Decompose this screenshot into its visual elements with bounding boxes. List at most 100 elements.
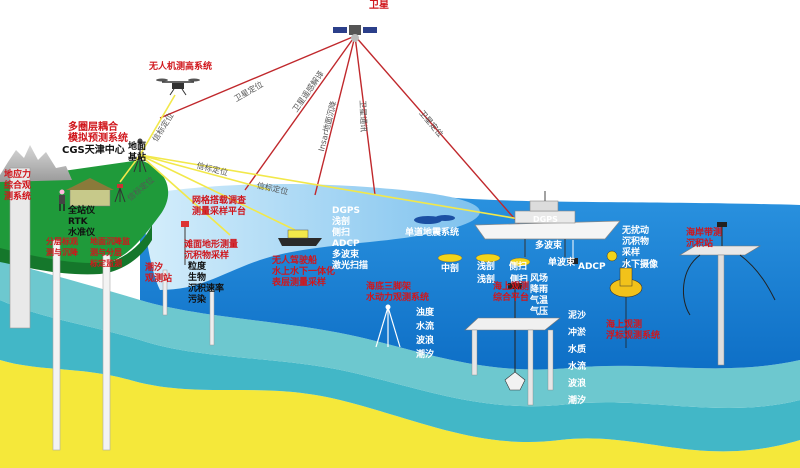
tripod-line: 水动力观测系统: [366, 293, 430, 303]
drone-icon: [156, 78, 200, 96]
cgs-title: 多圈层耦合 模拟预测系统: [68, 122, 128, 144]
land-front: [0, 225, 152, 275]
tide-station-well: [162, 269, 168, 316]
beach-measure-line: 滩面地形测量: [184, 240, 239, 250]
boat-item: 激光扫描: [332, 261, 369, 271]
weather-item: 气温: [530, 296, 549, 306]
land-instrument-item: 全站仪: [68, 206, 96, 216]
tide-station-line: 潮汐: [145, 263, 164, 273]
coastal-station-line: 沉积站: [686, 239, 714, 249]
boat-items: DGPS 浅剖 侧扫 ADCP 多波束 激光扫描: [332, 206, 368, 272]
well-house-roof: [66, 178, 114, 190]
cgs-center: CGS天津中心: [62, 145, 125, 156]
ship-shallow: 浅剖: [477, 262, 496, 272]
left-column-label: 地应力 综合观 测系统: [4, 170, 31, 203]
left-column: [9, 167, 31, 329]
ship-singlebeam: 单波束: [548, 258, 576, 268]
tide-station-label: 潮汐 观测站: [145, 263, 172, 285]
ship-dgps: DGPS: [533, 215, 558, 224]
well-left-label: 分层标观 测与沉降: [46, 236, 78, 258]
land-survey-tripod: [114, 184, 126, 203]
tide-item: 粒度: [188, 262, 207, 272]
weather-items: 风场 降雨 气温 气压: [530, 274, 548, 318]
green-land: [0, 160, 169, 264]
unmanned-boat-icon: [278, 229, 322, 246]
survey-ship-icon: [474, 191, 621, 257]
tide-item: 生物: [188, 273, 207, 283]
coastal-station-line: 海岸带测: [686, 228, 723, 238]
ship-right-line: 无扰动: [622, 226, 650, 236]
ground-station-icon: [133, 138, 147, 173]
mesh-platform-label: 网格搭载调查 测量采样平台: [192, 196, 246, 218]
platform-item: 泥沙: [568, 311, 587, 321]
unmanned-boat-line: 无人驾驶船: [272, 256, 318, 266]
yellow-sediment-layer: [0, 360, 800, 468]
tripod-line: 海底三脚架: [366, 282, 412, 292]
beach-well: [209, 289, 215, 346]
cgs-title-line: 多圈层耦合: [68, 122, 118, 133]
unmanned-boat-line: 水上水下一体化: [272, 267, 336, 277]
buoy-line: 海上观测: [606, 320, 643, 330]
land-instrument-item: 水准仪: [68, 228, 96, 238]
ship-right-line: 沉积物: [622, 237, 650, 247]
tripod-item: 浊度: [416, 308, 435, 318]
offshore-platform-label: 海上观测 综合平台: [493, 282, 529, 304]
ship-right-line: 采样: [622, 248, 641, 258]
satellite-label: 卫星: [369, 0, 389, 11]
well-right-line: 地面沉降监: [90, 237, 130, 246]
unmanned-boat-label: 无人驾驶船 水上水下一体化 表层测量采样: [272, 256, 335, 289]
platform-item: 冲淤: [568, 328, 587, 338]
well-left-line: 分层标观: [46, 237, 78, 246]
tide-station-line: 观测站: [145, 274, 173, 284]
left-column-line: 综合观: [4, 181, 32, 191]
link-label-sat-comm: 卫星通讯: [358, 100, 369, 133]
underwater-camera-label: 水下摄像: [622, 260, 659, 270]
shallow-water: [140, 184, 480, 290]
ship-right-label: 无扰动 沉积物 采样: [622, 226, 649, 259]
land-instrument-item: RTK: [68, 217, 88, 227]
well-right-label: 地面沉降监 测与分层 标定监测: [90, 236, 130, 269]
buoy-line: 浮标观测系统: [606, 331, 661, 341]
surveyor-figure: [59, 189, 65, 211]
boat-item: 侧扫: [332, 228, 351, 238]
well-house: [69, 187, 111, 207]
well-right-line: 测与分层: [90, 248, 122, 257]
adcp-devices: [568, 240, 618, 264]
mesh-platform-line: 测量采样平台: [192, 207, 247, 217]
beacon-links: [119, 94, 556, 236]
ship-adcp: ADCP: [578, 262, 606, 272]
tripod-item: 波浪: [416, 336, 435, 346]
sonar-label-mid: 中剖: [441, 264, 460, 274]
single-beam-label: 单道地震系统: [405, 228, 460, 238]
land-instruments: 全站仪 RTK 水准仪: [68, 206, 95, 239]
ground-station-label: 地面 基站: [128, 142, 146, 164]
ground-station-line: 基站: [128, 153, 147, 163]
well-right: [102, 254, 111, 451]
unmanned-boat-line: 表层测量采样: [272, 278, 327, 288]
tide-item: 污染: [188, 295, 207, 305]
boat-item: DGPS: [332, 206, 360, 216]
platform-item: 水流: [568, 362, 587, 372]
tripod-label: 海底三脚架 水动力观测系统: [366, 282, 429, 304]
sonar-boats: [437, 253, 531, 267]
sonar-label-shallow: 浅剖: [477, 275, 496, 285]
tripod-item: 水流: [416, 322, 435, 332]
platform-items: 泥沙 冲淤 水质 水流 波浪 潮汐: [568, 308, 586, 410]
left-column-line: 测系统: [4, 192, 32, 202]
platform-item: 水质: [568, 345, 587, 355]
satellite-links: [159, 35, 521, 226]
ship-sidescan: 侧扫: [509, 262, 528, 272]
platform-item: 波浪: [568, 379, 587, 389]
beach-measure-line: 沉积物采样: [184, 251, 230, 261]
mesh-platform-line: 网格搭载调查: [192, 196, 247, 206]
ground-station-line: 地面: [128, 142, 147, 152]
boat-item: 浅剖: [332, 217, 351, 227]
sonar-label-side: 侧扫: [510, 275, 529, 285]
coastal-station-label: 海岸带测 沉积站: [686, 228, 722, 250]
tide-station-tower: [181, 221, 189, 265]
weather-item: 气压: [530, 307, 549, 317]
boat-item: ADCP: [332, 239, 360, 249]
left-column-line: 地应力: [4, 170, 32, 180]
tide-item: 沉积速率: [188, 284, 225, 294]
